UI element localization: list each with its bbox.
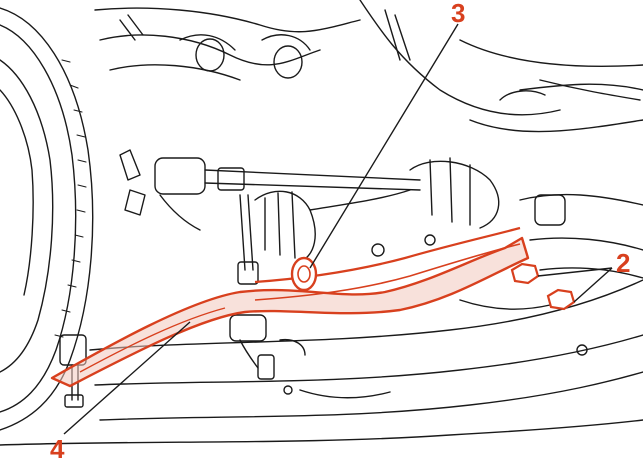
leader-lines <box>63 23 613 435</box>
lower-arm-highlight <box>50 226 530 388</box>
crossmember <box>0 193 643 446</box>
tie-rod <box>119 149 421 231</box>
cv-boot <box>254 157 500 263</box>
bolts-highlight <box>510 262 576 311</box>
bushing-highlight <box>290 256 318 292</box>
callout-2: 2 <box>616 248 631 278</box>
callout-3: 3 <box>451 0 466 28</box>
callout-4: 4 <box>50 434 65 464</box>
upper-frame <box>94 0 643 133</box>
brake-rotor <box>0 7 94 431</box>
